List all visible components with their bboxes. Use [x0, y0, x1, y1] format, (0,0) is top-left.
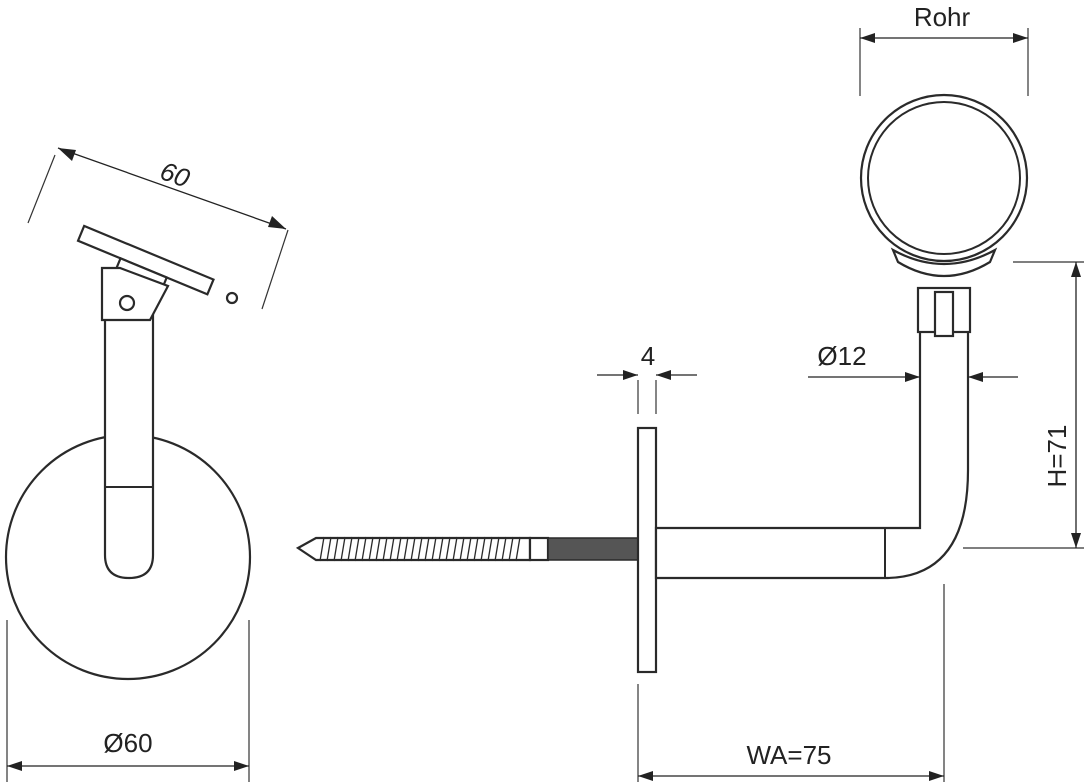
plate-thickness-label: 4 [641, 341, 655, 371]
rosette-diameter-label: Ø60 [103, 728, 152, 758]
dimension-plate-thickness: 4 [597, 341, 697, 414]
front-view [4, 224, 252, 681]
metric-thread [547, 537, 639, 561]
bar-diameter-label: Ø12 [817, 341, 866, 371]
screw-collar [528, 536, 550, 562]
tube-saddle [890, 247, 998, 277]
plate-length-label: 60 [156, 156, 194, 194]
adjust-nut [933, 290, 955, 338]
tube-outer [859, 93, 1029, 263]
plate-hole [225, 291, 239, 305]
height-label: H=71 [1042, 425, 1072, 488]
dimension-tube: Rohr [859, 2, 1029, 96]
wall-plate [636, 426, 658, 674]
dimension-wall-distance: WA=75 [637, 584, 945, 782]
tube-label: Rohr [914, 2, 971, 32]
pivot-hole [118, 294, 136, 312]
dimension-height: H=71 [963, 261, 1084, 549]
dimension-bar-diameter: Ø12 [808, 341, 1018, 382]
tube-inner [867, 101, 1021, 255]
screw-thread [319, 536, 521, 562]
saddle-connector [100, 266, 170, 322]
bracket-stem [103, 298, 155, 580]
wall-distance-label: WA=75 [746, 740, 831, 770]
dimension-rosette-diameter: Ø60 [6, 620, 250, 782]
bent-bar [654, 328, 970, 580]
dimension-plate-length: 60 [27, 147, 289, 310]
side-view [295, 93, 1029, 674]
